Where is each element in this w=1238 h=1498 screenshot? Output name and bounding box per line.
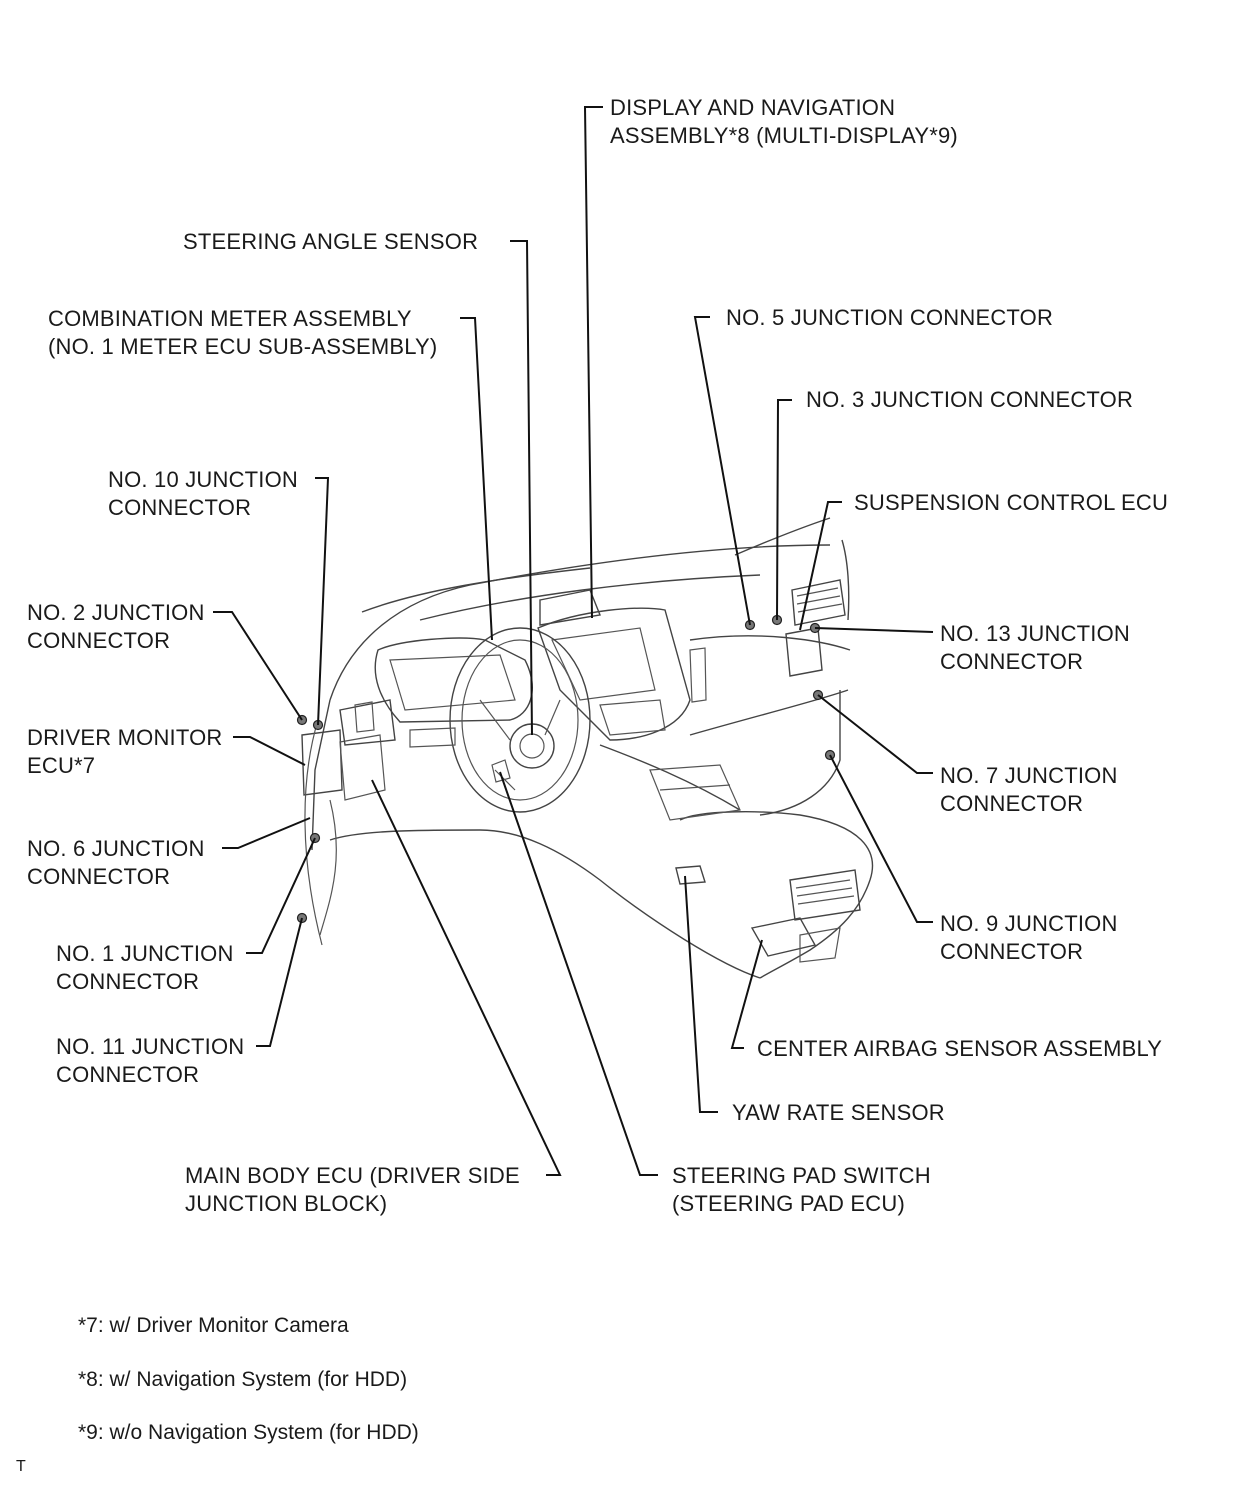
main-body-ecu-label: MAIN BODY ECU (DRIVER SIDE JUNCTION BLOC… — [185, 1162, 520, 1218]
label-line: DISPLAY AND NAVIGATION — [610, 95, 896, 120]
label-line: STEERING ANGLE SENSOR — [183, 229, 479, 254]
steering-pad-switch-label: STEERING PAD SWITCH (STEERING PAD ECU) — [672, 1162, 931, 1218]
label-line: NO. 3 JUNCTION CONNECTOR — [806, 387, 1134, 412]
label-line: NO. 13 JUNCTION — [940, 621, 1131, 646]
label-line: CONNECTOR — [27, 628, 171, 653]
label-line: NO. 11 JUNCTION — [56, 1034, 245, 1059]
label-line: CONNECTOR — [56, 1062, 200, 1087]
label-line: NO. 7 JUNCTION — [940, 763, 1118, 788]
display-navigation-label: DISPLAY AND NAVIGATION ASSEMBLY*8 (MULTI… — [610, 94, 958, 150]
steering-angle-sensor-label: STEERING ANGLE SENSOR — [183, 228, 478, 256]
corner-mark: T — [16, 1458, 26, 1475]
label-line: CENTER AIRBAG SENSOR ASSEMBLY — [757, 1036, 1163, 1061]
label-line: CONNECTOR — [940, 791, 1084, 816]
label-line: CONNECTOR — [940, 649, 1084, 674]
label-line: STEERING PAD SWITCH — [672, 1163, 931, 1188]
label-line: COMBINATION METER ASSEMBLY — [48, 306, 412, 331]
leader-lines — [213, 106, 934, 1176]
label-line: MAIN BODY ECU (DRIVER SIDE — [185, 1163, 520, 1188]
label-line: (STEERING PAD ECU) — [672, 1191, 905, 1216]
footnote-8: *8: w/ Navigation System (for HDD) — [78, 1368, 408, 1391]
footnote-7: *7: w/ Driver Monitor Camera — [78, 1314, 349, 1337]
label-line: ECU*7 — [27, 753, 96, 778]
footnote-9: *9: w/o Navigation System (for HDD) — [78, 1421, 419, 1444]
dashboard-outline — [301, 517, 874, 979]
label-line: NO. 1 JUNCTION — [56, 941, 234, 966]
label-line: JUNCTION BLOCK) — [185, 1191, 388, 1216]
no9-junction-connector-label: NO. 9 JUNCTION CONNECTOR — [940, 910, 1118, 966]
label-line: NO. 6 JUNCTION — [27, 836, 205, 861]
label-line: ASSEMBLY*8 (MULTI-DISPLAY*9) — [610, 123, 958, 148]
label-line: CONNECTOR — [108, 495, 252, 520]
no3-junction-connector-label: NO. 3 JUNCTION CONNECTOR — [806, 386, 1133, 414]
combination-meter-label: COMBINATION METER ASSEMBLY (NO. 1 METER … — [48, 305, 437, 361]
label-line: CONNECTOR — [940, 939, 1084, 964]
yaw-rate-sensor-label: YAW RATE SENSOR — [732, 1099, 945, 1127]
suspension-control-ecu-label: SUSPENSION CONTROL ECU — [854, 489, 1168, 517]
no5-junction-connector-label: NO. 5 JUNCTION CONNECTOR — [726, 304, 1053, 332]
label-line: NO. 10 JUNCTION — [108, 467, 299, 492]
no13-junction-connector-label: NO. 13 JUNCTION CONNECTOR — [940, 620, 1130, 676]
label-line: NO. 5 JUNCTION CONNECTOR — [726, 305, 1054, 330]
no11-junction-connector-label: NO. 11 JUNCTION CONNECTOR — [56, 1033, 244, 1089]
label-line: NO. 9 JUNCTION — [940, 911, 1118, 936]
label-line: DRIVER MONITOR — [27, 725, 223, 750]
no6-junction-connector-label: NO. 6 JUNCTION CONNECTOR — [27, 835, 205, 891]
no2-junction-connector-label: NO. 2 JUNCTION CONNECTOR — [27, 599, 205, 655]
label-line: NO. 2 JUNCTION — [27, 600, 205, 625]
label-line: SUSPENSION CONTROL ECU — [854, 490, 1169, 515]
label-line: (NO. 1 METER ECU SUB-ASSEMBLY) — [48, 334, 438, 359]
label-line: CONNECTOR — [27, 864, 171, 889]
label-line: YAW RATE SENSOR — [732, 1100, 945, 1125]
label-line: CONNECTOR — [56, 969, 200, 994]
center-airbag-sensor-label: CENTER AIRBAG SENSOR ASSEMBLY — [757, 1035, 1162, 1063]
driver-monitor-ecu-label: DRIVER MONITOR ECU*7 — [27, 724, 223, 780]
no7-junction-connector-label: NO. 7 JUNCTION CONNECTOR — [940, 762, 1118, 818]
no10-junction-connector-label: NO. 10 JUNCTION CONNECTOR — [108, 466, 298, 522]
no1-junction-connector-label: NO. 1 JUNCTION CONNECTOR — [56, 940, 234, 996]
